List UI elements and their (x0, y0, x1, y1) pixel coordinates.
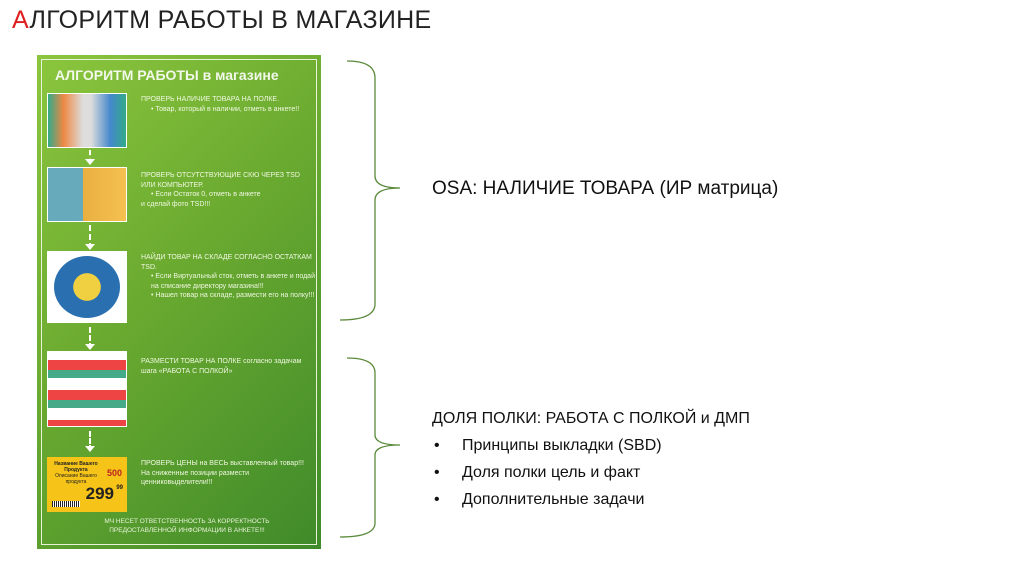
step-5: ПРОВЕРЬ ЦЕНЫ на ВЕСЬ выставленный товар!… (141, 460, 304, 486)
poster-title: АЛГОРИТМ РАБОТЫ в магазине (55, 67, 279, 83)
store-aisle-image (47, 93, 127, 148)
barcode (52, 501, 80, 507)
step-2: ПРОВЕРЬ ОТСУТСТВУЮЩИЕ СКЮ ЧЕРЕЗ TSD ИЛИ … (141, 171, 316, 209)
poster-footer: МЧ НЕСЕТ ОТВЕТСТВЕННОСТЬ ЗА КОРРЕКТНОСТЬ… (104, 518, 270, 534)
arrow-down-icon (85, 150, 95, 165)
step-3: НАЙДИ ТОВАР НА СКЛАДЕ СОГЛАСНО ОСТАТКАМ … (141, 253, 316, 301)
brace-icon (339, 357, 401, 538)
arrow-down-icon (85, 327, 95, 350)
osa-label: OSA: НАЛИЧИЕ ТОВАРА (ИР матрица) (432, 178, 779, 199)
brace-icon (339, 60, 401, 321)
arrow-down-icon (85, 225, 95, 250)
list-item: Доля полки цель и факт (432, 459, 750, 486)
algorithm-poster: АЛГОРИТМ РАБОТЫ в магазине ПРОВЕРЬ НАЛИЧ… (37, 55, 321, 549)
list-item: Дополнительные задачи (432, 486, 750, 513)
list-item: Принципы выкладки (SBD) (432, 432, 750, 459)
slide-title: АЛГОРИТМ РАБОТЫ В МАГАЗИНЕ (12, 6, 432, 34)
step-1: ПРОВЕРЬ НАЛИЧИЕ ТОВАРА НА ПОЛКЕ. Товар, … (141, 95, 316, 114)
shelf-image (47, 351, 127, 427)
price-tag-image: Название Вашего Продукта Описание Вашего… (47, 457, 127, 512)
step-4: РАЗМЕСТИ ТОВАР НА ПОЛКЕ согласно задачам… (141, 358, 302, 375)
worker-tsd-image (47, 167, 127, 222)
arrow-down-icon (85, 431, 95, 452)
warehouse-worker-image (47, 251, 127, 323)
poster-frame (41, 59, 317, 545)
shelf-share-block: ДОЛЯ ПОЛКИ: РАБОТА С ПОЛКОЙ и ДМП Принци… (432, 405, 750, 513)
